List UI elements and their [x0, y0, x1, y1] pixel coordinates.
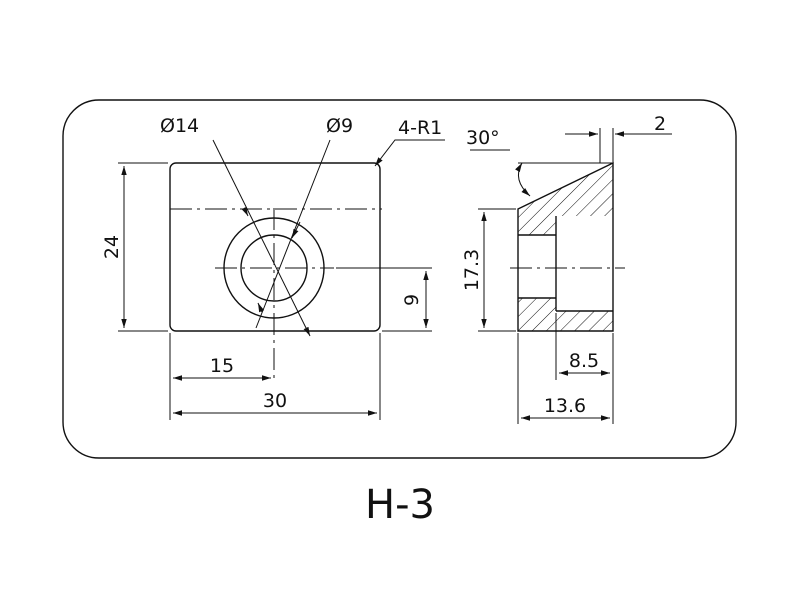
side-view-bore-cavity: [556, 216, 613, 311]
front-view: [118, 139, 445, 420]
label-chamfer-depth: 2: [654, 113, 666, 135]
dia-outer-leader-tick: [241, 206, 249, 217]
label-height: 24: [101, 235, 123, 259]
front-view-body: [169, 162, 381, 332]
label-dia-inner: Ø9: [326, 115, 353, 137]
outer-bore-circle: [223, 217, 325, 319]
label-angle: 30°: [466, 127, 500, 149]
label-side-height: 17.3: [461, 249, 483, 291]
section-hatch-lower: [518, 298, 613, 331]
label-counterbore-depth: 8.5: [569, 350, 599, 372]
label-hole-offset-horizontal: 15: [210, 355, 234, 377]
dia-outer-leader: [212, 139, 311, 337]
label-dia-outer: Ø14: [160, 115, 199, 137]
label-corner-radius: 4-R1: [398, 117, 442, 139]
label-width: 30: [263, 390, 287, 412]
drawing-frame: [62, 99, 737, 459]
dia-inner-leader-arrow-b: [257, 302, 265, 313]
label-thickness: 13.6: [544, 395, 586, 417]
part-caption: H-3: [365, 482, 435, 528]
dia-inner-leader-arrow-a: [291, 221, 301, 239]
angle-arc: [515, 162, 531, 197]
side-view-through-hole: [518, 235, 556, 298]
side-view-outline: [517, 161, 614, 332]
side-view: [470, 128, 672, 424]
corner-radius-leader: [374, 139, 445, 167]
dia-inner-leader: [255, 139, 331, 329]
label-hole-offset-vertical: 9: [401, 294, 423, 306]
